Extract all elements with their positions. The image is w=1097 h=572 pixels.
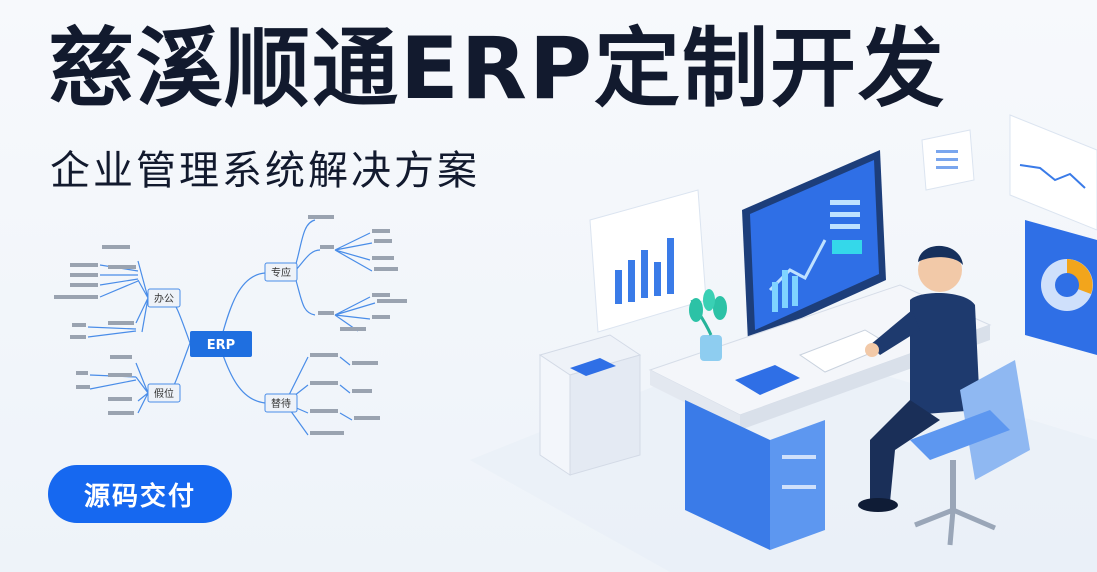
source-delivery-button[interactable]: 源码交付 bbox=[48, 465, 232, 523]
hero-subtitle: 企业管理系统解决方案 bbox=[50, 148, 480, 194]
mindmap-center-label: ERP bbox=[207, 338, 235, 353]
line-chart-icon bbox=[1009, 114, 1097, 231]
document-icon bbox=[921, 129, 975, 191]
bar-chart-icon bbox=[589, 189, 707, 333]
mindmap-branch-1: 办公 bbox=[154, 292, 174, 305]
mindmap-branch-0: 专应 bbox=[271, 266, 291, 279]
office-illustration bbox=[470, 114, 1097, 572]
mindmap-branch-3: 替待 bbox=[271, 397, 291, 410]
erp-mindmap: ERP 专应 办公 假位 替待 bbox=[54, 215, 407, 436]
mindmap-branch-2: 假位 bbox=[154, 387, 174, 400]
hero-title: 慈溪顺通ERP定制开发 bbox=[48, 19, 946, 119]
pie-chart-icon bbox=[1025, 220, 1097, 355]
